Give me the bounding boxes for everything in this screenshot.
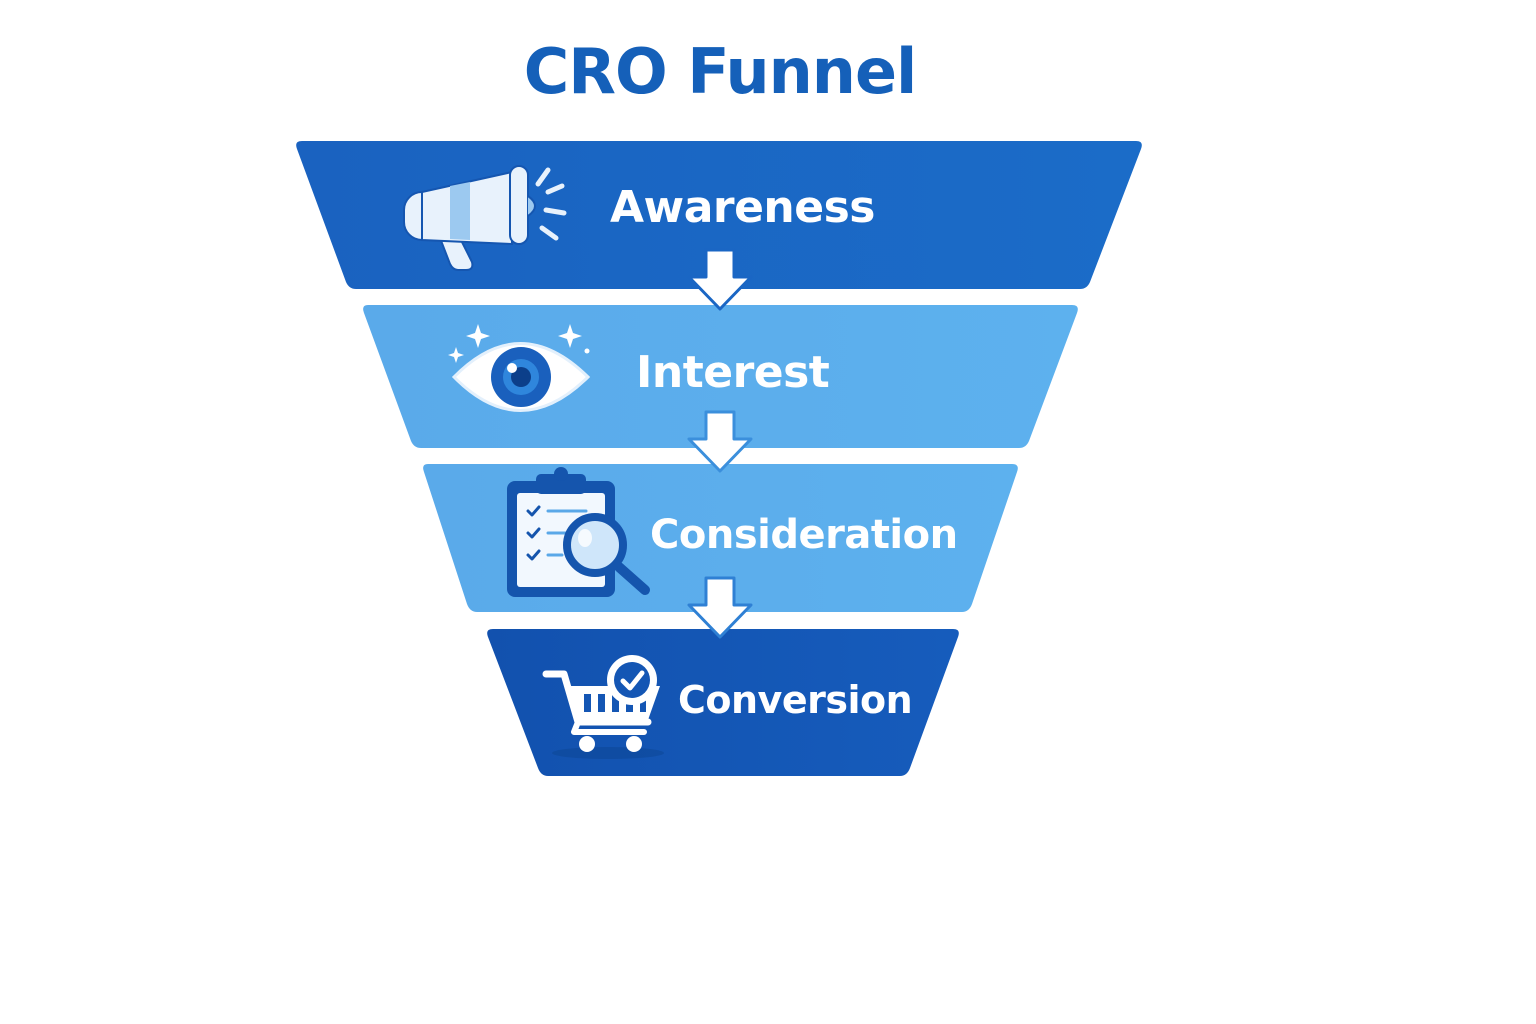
funnel-stage-interest — [363, 305, 1078, 448]
funnel-stage-conversion — [487, 629, 959, 776]
arrow-down-icon — [687, 576, 753, 639]
arrow-down-icon — [687, 248, 753, 311]
clipboard-magnifier-icon — [507, 467, 650, 597]
cart-check-icon — [542, 655, 664, 759]
stage-label-consideration: Consideration — [650, 512, 958, 558]
stage-label-conversion: Conversion — [678, 678, 912, 722]
stage-label-awareness: Awareness — [610, 182, 875, 233]
stage-label-interest: Interest — [636, 347, 830, 398]
eye-icon — [448, 324, 591, 412]
arrow-down-icon — [687, 410, 753, 473]
funnel-title: CRO Funnel — [523, 35, 918, 108]
megaphone-icon — [403, 165, 567, 271]
